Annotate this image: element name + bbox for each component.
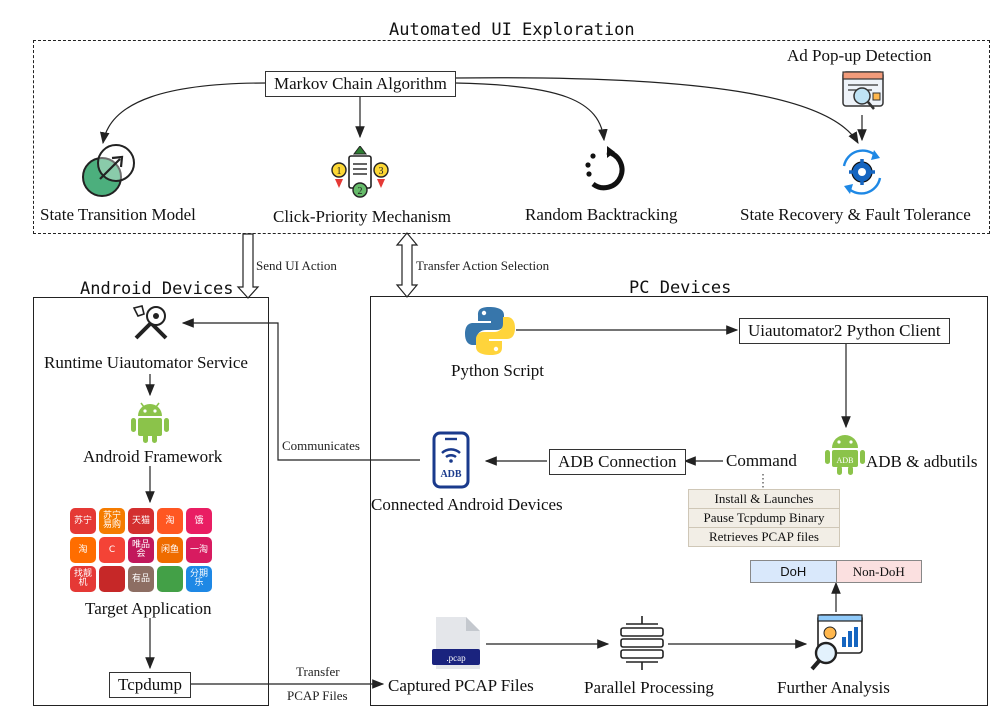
state-recovery-label: State Recovery & Fault Tolerance [740,205,971,224]
app-tile: 淘 [157,508,183,534]
command-label: Command [726,451,797,470]
communicates-label: Communicates [282,438,360,453]
app-tile: 有品 [128,566,154,592]
ad-popup-label: Ad Pop-up Detection [787,46,932,65]
click-priority-label: Click-Priority Mechanism [273,207,452,226]
non-doh-cell: Non-DoH [836,561,921,582]
pcap-file-icon: .pcap [432,617,480,669]
app-tile: C [99,537,125,563]
app-tile: 苏宁易购 [99,508,125,534]
send-ui-action-arrow [236,233,260,299]
arrow-markov-to-state-transition [100,82,267,145]
tools-icon [132,305,168,340]
pc-devices-title: PC Devices [629,278,732,298]
state-transition-icon [82,144,135,197]
adb-connection-box: ADB Connection [549,449,686,475]
app-tile: 天猫 [128,508,154,534]
command-item-retrieve: Retrieves PCAP files [689,528,839,546]
random-backtracking-label: Random Backtracking [525,205,678,224]
arrow-markov-to-random-backtracking [454,82,608,142]
arrow-communicates [181,318,420,461]
transfer-action-arrow [395,232,419,298]
click-priority-icon: 1 3 2 [331,146,389,198]
pc-devices-panel [370,296,988,706]
app-tile: 找靓机 [70,566,96,592]
connected-devices-label: Connected Android Devices [371,495,563,514]
app-tile: 闲鱼 [157,537,183,563]
app-tile [99,566,125,592]
pcap-ext-text: .pcap [446,653,466,663]
doh-cell: DoH [751,561,837,582]
command-item-pause: Pause Tcpdump Binary [689,509,839,528]
runtime-service-label: Runtime Uiautomator Service [44,353,248,372]
pcap-files-label: PCAP Files [287,688,348,703]
ad-popup-icon [842,71,884,110]
parallel-processing-icon [620,616,664,670]
send-ui-action-label: Send UI Action [256,258,337,273]
traffic-classes: DoH Non-DoH [750,560,922,583]
random-backtracking-icon [585,146,625,191]
parallel-processing-label: Parallel Processing [584,678,714,697]
u2-client-box: Uiautomator2 Python Client [739,318,950,344]
android-robot-icon [131,402,169,443]
phone-adb-text: ADB [440,469,461,480]
adb-icon-text: ADB [837,456,854,465]
app-tile: 苏宁 [70,508,96,534]
svg-text:3: 3 [379,166,384,177]
app-tile: 一淘 [186,537,212,563]
svg-text:1: 1 [337,166,342,177]
android-devices-panel [33,297,269,706]
captured-pcap-label: Captured PCAP Files [388,676,534,695]
android-framework-label: Android Framework [83,447,223,466]
transfer-label: Transfer [296,664,340,679]
svg-text:2: 2 [358,186,363,197]
app-tile: 唯品会 [128,537,154,563]
app-tile [157,566,183,592]
app-tile: 分期乐 [186,566,212,592]
phone-adb-icon: ADB [432,431,470,489]
ui-exploration-panel [33,40,990,234]
adb-adbutils-label: ADB & adbutils [866,452,978,471]
command-item-install: Install & Launches [689,490,839,509]
tcpdump-box: Tcpdump [109,672,191,698]
transfer-action-label: Transfer Action Selection [416,258,550,273]
state-recovery-icon [842,149,882,195]
further-analysis-label: Further Analysis [777,678,890,697]
android-devices-title: Android Devices [80,279,234,299]
further-analysis-icon [810,614,863,671]
adb-android-icon: ADB [825,435,865,475]
app-tile: 饿 [186,508,212,534]
python-icon [465,307,515,355]
ui-exploration-title: Automated UI Exploration [389,20,635,40]
markov-chain-box: Markov Chain Algorithm [265,71,456,97]
app-tile: 淘 [70,537,96,563]
command-list: Install & Launches Pause Tcpdump Binary … [688,489,840,547]
python-script-label: Python Script [451,361,545,380]
arrow-markov-to-state-recovery [454,77,859,145]
state-transition-label: State Transition Model [40,205,196,224]
target-application-label: Target Application [85,599,212,618]
